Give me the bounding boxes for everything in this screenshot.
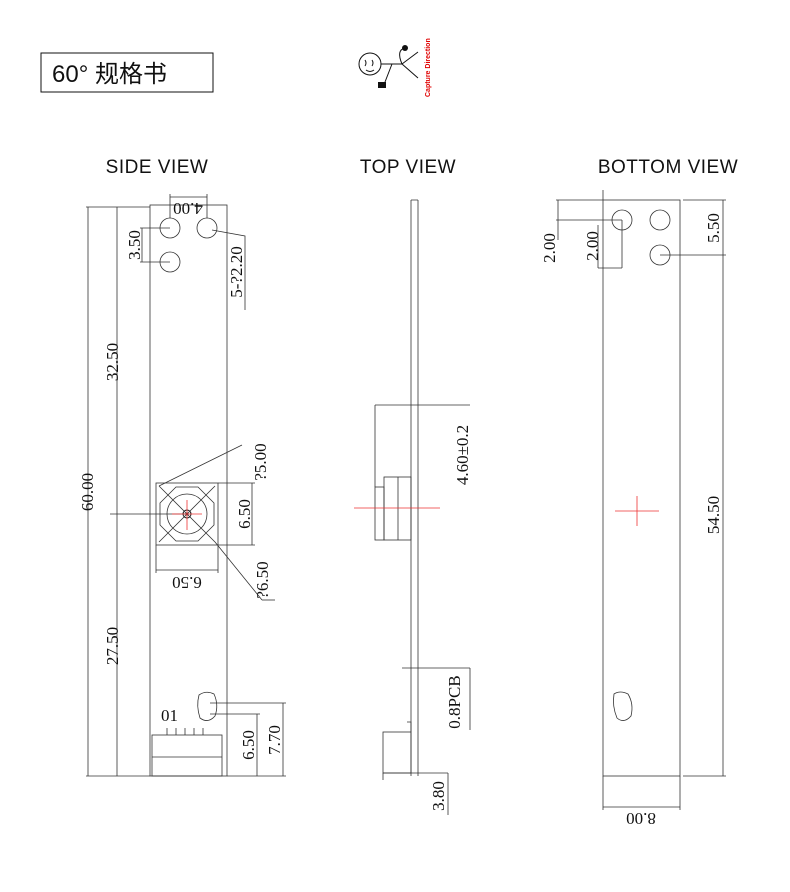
header-box: 60° 规格书 bbox=[40, 52, 214, 93]
dim-edge-y: 2.00 bbox=[583, 231, 602, 261]
dim-hole: 5.50 bbox=[704, 213, 723, 243]
dim-upper: 32.50 bbox=[103, 343, 122, 381]
dim-overall: 60.00 bbox=[78, 473, 97, 511]
bottom-view: 2.00 2.00 5.50 54.50 8.00 bbox=[540, 190, 726, 828]
dim-edge-x: 2.00 bbox=[540, 233, 559, 263]
dim-pcb: 0.8PCB bbox=[445, 675, 464, 728]
logo: Capture Direction bbox=[358, 38, 432, 97]
dim-lens-square-v: 6.50 bbox=[235, 499, 254, 529]
header-title: 60° 规格书 bbox=[52, 61, 167, 88]
dim-lens-outer: ?5.00 bbox=[251, 443, 270, 480]
top-view-title: TOP VIEW bbox=[360, 157, 456, 178]
bottom-view-title: BOTTOM VIEW bbox=[598, 157, 738, 178]
dim-lens-diag: ?6.50 bbox=[253, 561, 272, 598]
dim-length: 54.50 bbox=[704, 496, 723, 534]
top-view: 4.60±0.2 0.8PCB 3.80 bbox=[354, 199, 472, 815]
dim-conn-b: 7.70 bbox=[265, 725, 284, 755]
dim-lower: 27.50 bbox=[103, 627, 122, 665]
dim-height: 4.60±0.2 bbox=[453, 425, 472, 485]
dim-hole-pitch-v: 3.50 bbox=[125, 230, 144, 260]
dim-conn-a: 6.50 bbox=[239, 730, 258, 760]
dim-connector: 3.80 bbox=[429, 781, 448, 811]
dim-lens-square-h: 6.50 bbox=[172, 573, 202, 592]
logo-text: Capture Direction bbox=[425, 38, 432, 97]
dim-hole-pitch-h: 4.00 bbox=[173, 199, 203, 218]
dim-holes: 5-?2.20 bbox=[227, 246, 246, 297]
connector-label: 01 bbox=[161, 706, 178, 725]
dim-width: 8.00 bbox=[626, 809, 656, 828]
side-view-title: SIDE VIEW bbox=[106, 157, 209, 178]
side-view: 60.00 32.50 27.50 3.50 4.00 5-?2.20 6.50… bbox=[78, 194, 286, 777]
